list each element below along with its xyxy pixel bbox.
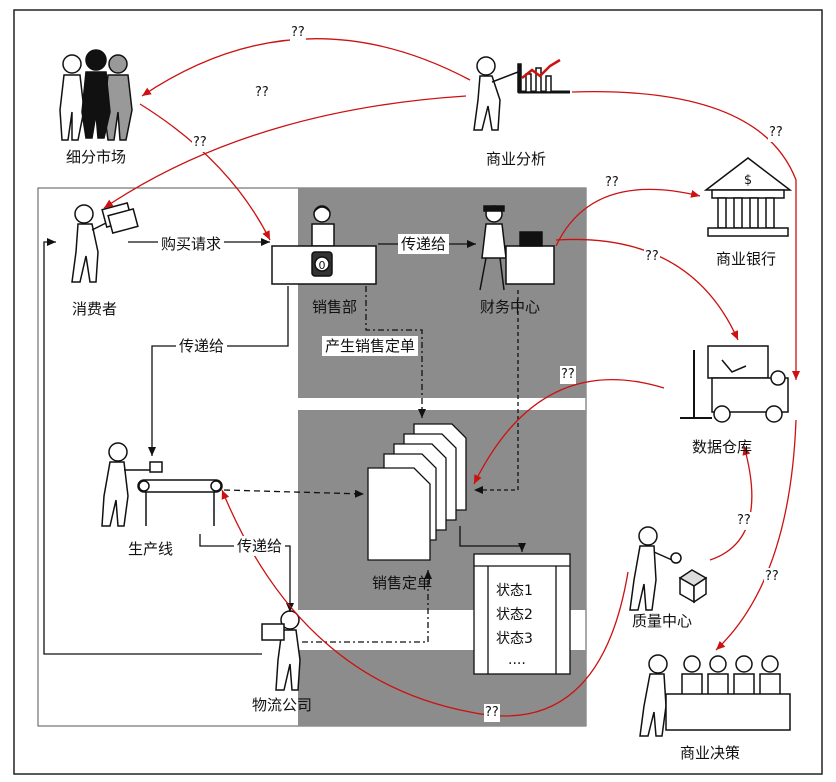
edge-label-unknown-4: ??	[768, 124, 784, 142]
edge-logistics-to-consumer	[43, 238, 262, 655]
edge-label-unknown-8: ??	[736, 512, 752, 530]
production-worker-icon	[101, 442, 223, 527]
gray-panel-top	[298, 188, 586, 398]
edge-order-to-states	[459, 526, 526, 552]
edge-label-unknown-1: ??	[290, 24, 306, 42]
order-state-ellipsis: ....	[508, 652, 526, 668]
order-states-panel	[473, 553, 571, 675]
edge-finance-to-order	[474, 290, 519, 494]
label-sales-dept: 销售部	[312, 298, 358, 316]
edge-warehouse-to-order	[473, 378, 665, 485]
edge-generate-order	[365, 286, 426, 418]
label-production-line: 生产线	[128, 540, 174, 558]
quality-inspector-icon	[629, 526, 708, 611]
label-segment-market: 细分市场	[66, 148, 127, 166]
edge-quality-to-production	[221, 489, 629, 717]
edge-label-pass-to-finance: 传递给	[398, 234, 450, 254]
edge-decision-link	[715, 419, 797, 651]
edge-label-unknown-7: ??	[560, 366, 576, 384]
outer-frame	[13, 9, 823, 775]
label-sales-order: 销售定单	[372, 574, 433, 592]
edge-production-to-order	[223, 489, 365, 498]
edge-finance-to-warehouse	[555, 238, 739, 341]
edge-market-to-sales	[139, 103, 271, 241]
edge-label-unknown-9: ??	[764, 568, 780, 586]
order-state-2: 状态2	[496, 607, 533, 623]
label-data-warehouse: 数据仓库	[692, 438, 753, 456]
edge-label-unknown-2: ??	[254, 84, 270, 102]
edge-label-purchase-request: 购买请求	[158, 234, 225, 254]
edge-label-pass-to-production: 传递给	[176, 336, 228, 356]
bank-building-icon: $	[703, 157, 793, 237]
label-consumer: 消费者	[72, 300, 118, 318]
sales-badge-glyph: 0	[319, 259, 326, 272]
edge-sales-to-production	[148, 286, 289, 456]
meeting-group-icon	[639, 654, 791, 737]
edge-label-pass-to-logistics: 传递给	[234, 536, 286, 556]
label-logistics-company: 物流公司	[252, 696, 313, 714]
sales-clerk-icon: 0	[271, 205, 377, 285]
analyst-with-chart-icon	[473, 56, 570, 131]
order-documents-icon	[367, 423, 467, 561]
order-state-1: 状态1	[496, 583, 533, 599]
bank-dollar-symbol: $	[744, 173, 752, 188]
label-finance-center: 财务中心	[480, 298, 541, 316]
edge-analysis-to-consumer	[103, 95, 467, 209]
edge-analysis-to-market-upper	[141, 38, 471, 97]
edge-label-generate-order: 产生销售定单	[322, 336, 419, 356]
edge-finance-to-bank	[555, 188, 701, 247]
order-state-3: 状态3	[496, 631, 533, 647]
forklift-icon	[680, 345, 789, 423]
edge-label-unknown-5: ??	[604, 174, 620, 192]
edge-analysis-to-decision	[571, 90, 800, 380]
label-business-decision: 商业决策	[680, 744, 741, 762]
label-quality-center: 质量中心	[632, 612, 693, 630]
edge-label-unknown-3: ??	[192, 134, 208, 152]
crowd-icon	[59, 49, 133, 141]
label-business-analysis: 商业分析	[486, 150, 547, 168]
courier-with-package-icon	[261, 610, 301, 691]
consumer-with-money-icon	[71, 202, 139, 283]
edge-label-unknown-6: ??	[644, 248, 660, 266]
finance-clerk-icon	[479, 205, 555, 291]
edge-logistics-to-order	[302, 570, 432, 643]
label-commercial-bank: 商业银行	[716, 250, 777, 268]
edge-quality-to-warehouse	[709, 445, 753, 561]
edge-label-unknown-10: ??	[484, 704, 500, 722]
